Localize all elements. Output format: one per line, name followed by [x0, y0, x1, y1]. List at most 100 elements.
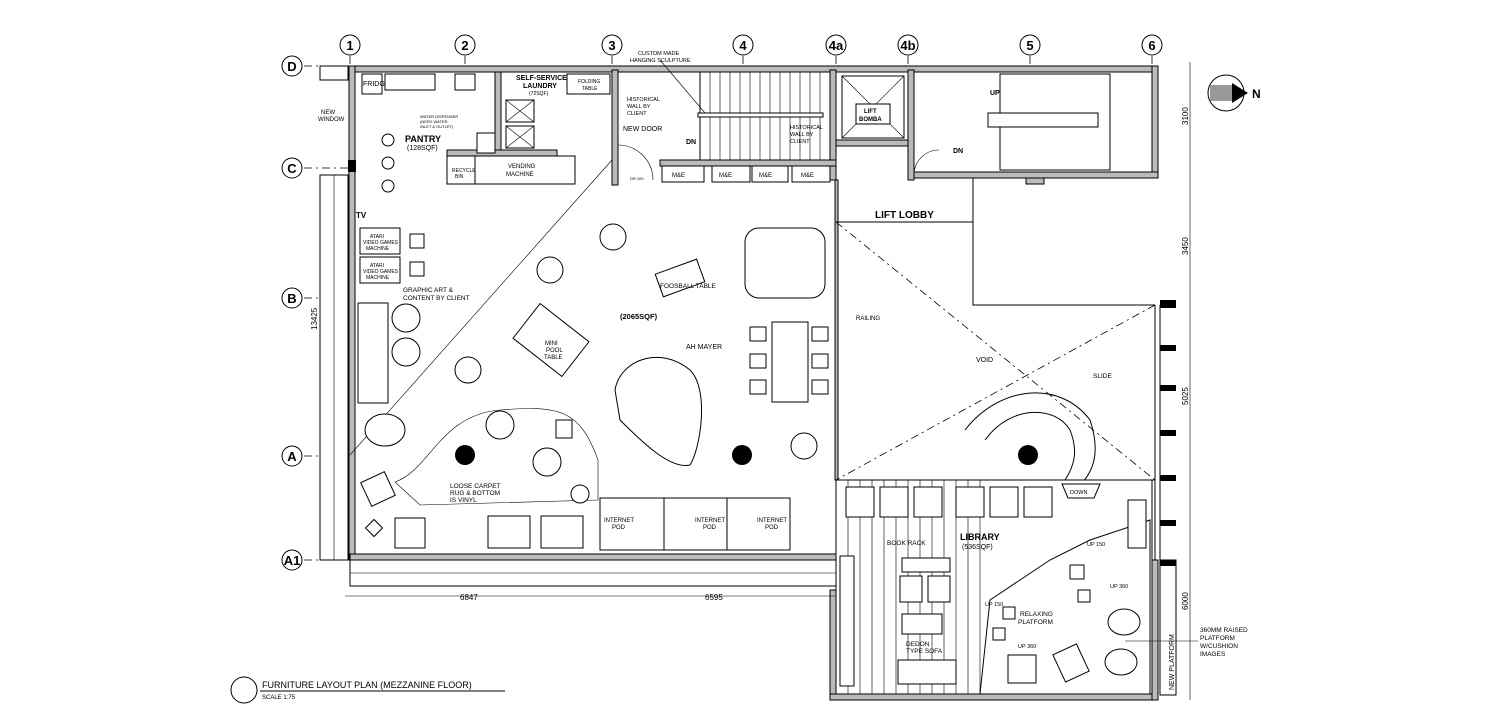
dim-6595: 6595 — [705, 593, 723, 602]
internet-pod-label: POD — [703, 525, 717, 531]
new-window-label: WINDOW — [318, 117, 345, 123]
right-dimensions: 3100 3450 5025 6000 13425 6847 6595 NEW … — [310, 62, 1191, 700]
stair-main: CUSTOM MADE HANGING SCULPTURE HISTORICAL… — [617, 51, 831, 181]
grid-row-a: A — [287, 449, 297, 464]
bottom-window-strip — [349, 559, 837, 587]
historical-wall-label: WALL BY — [627, 104, 651, 110]
me-label: M&E — [719, 173, 732, 179]
stair-east: UP DN — [913, 73, 1111, 176]
water-dispenser-label: INLET & OUTLET) — [420, 124, 454, 129]
dim-6000: 6000 — [1181, 592, 1190, 610]
up-150-label: UP 150 — [985, 602, 1003, 608]
east-window-strip: NEW PLATFORM 360MM RAISED PLATFORM W/CUS… — [1125, 300, 1248, 696]
grid-row-d: D — [287, 59, 296, 74]
internet-pods: INTERNET POD INTERNET POD INTERNET POD — [599, 497, 791, 551]
sculpture-label: HANGING SCULPTURE — [630, 58, 691, 64]
laundry-area: (72SQF) — [529, 91, 549, 97]
me-label: M&E — [672, 173, 685, 179]
column-bubbles: 1 2 3 4 4a 4b 5 6 — [339, 34, 1163, 56]
dim-3100: 3100 — [1181, 107, 1190, 125]
down-label: DOWN — [1070, 490, 1087, 496]
tv-label: TV — [356, 211, 367, 220]
pantry-diagonal — [349, 159, 613, 456]
carpet-label: RUG & BOTTOM — [450, 490, 500, 497]
stair-dn-label: DN — [953, 148, 963, 155]
internet-pod-label: POD — [612, 525, 626, 531]
relaxing-platform-label: RELAXING — [1020, 611, 1053, 618]
grid-row-a1: A1 — [284, 553, 301, 568]
laundry: SELF-SERVICE LAUNDRY (72SQF) FOLDING TAB… — [505, 73, 611, 149]
pantry: FRIDGE WATER DISPENSER (NEED WATER INLET… — [348, 73, 576, 193]
up-360-label: UP 360 — [1018, 644, 1036, 650]
laundry-label: SELF-SERVICE — [516, 75, 567, 82]
graphic-art-label: CONTENT BY CLIENT — [403, 295, 470, 302]
dim-13425: 13425 — [310, 307, 319, 330]
atari-label: MACHINE — [366, 275, 390, 281]
internet-pod-label: POD — [765, 525, 779, 531]
water-dispenser-label: WATER DISPENSER — [420, 114, 458, 119]
grid-col-1: 1 — [346, 38, 353, 53]
stair-dn-label: DN — [686, 139, 696, 146]
grid-col-4: 4 — [739, 38, 747, 53]
lift: LIFT BOMBA — [841, 75, 905, 139]
grid-col-4b: 4b — [900, 38, 915, 53]
raised-platform-label: W/CUSHION — [1200, 643, 1238, 650]
north-arrow-icon: N — [1207, 74, 1261, 112]
internet-pod-label: INTERNET — [604, 518, 634, 524]
lift-label: LIFT — [864, 109, 877, 115]
lift-label: BOMBA — [859, 117, 882, 123]
grid-row-b: B — [287, 291, 296, 306]
walls — [348, 65, 1159, 701]
atari-label: VIDEO GAMES — [363, 269, 399, 275]
new-door-label: NEW DOOR — [623, 126, 662, 133]
grid-col-4a: 4a — [829, 38, 844, 53]
svg-text:N: N — [1252, 87, 1261, 101]
vending-machine-label: MACHINE — [506, 172, 534, 178]
new-platform-label: NEW PLATFORM — [1169, 634, 1176, 690]
grid-col-5: 5 — [1026, 38, 1033, 53]
grid-col-6: 6 — [1148, 38, 1155, 53]
internet-pod-label: INTERNET — [757, 518, 787, 524]
new-window-label: NEW — [321, 110, 335, 116]
laundry-label: LAUNDRY — [523, 83, 557, 90]
library: BOOK RACK LIBRARY (536SQF) DEDON TYPE SO… — [835, 479, 1153, 695]
carpet-label: IS VINYL — [450, 497, 477, 504]
door-tag: DR 100 — [630, 176, 644, 181]
dim-5025: 5025 — [1181, 387, 1190, 405]
lift-lobby-label: LIFT LOBBY — [875, 210, 934, 221]
railing-label: RAILING — [856, 316, 880, 322]
historical-wall-label: HISTORICAL — [790, 125, 823, 131]
pool-table-label: MINI — [545, 341, 558, 347]
ah-mayer-label: AH MAYER — [686, 344, 722, 351]
atari-label: VIDEO GAMES — [363, 240, 399, 246]
pool-table-label: POOL — [546, 348, 563, 354]
foosball-label: FOOSBALL TABLE — [660, 283, 717, 290]
historical-wall-label: WALL BY — [790, 132, 814, 138]
water-dispenser-label: (NEED WATER — [420, 119, 448, 124]
stair-up-label: UP — [990, 90, 1000, 97]
up-150-label: UP 150 — [1087, 542, 1105, 548]
slide: SLIDE — [964, 373, 1112, 486]
void-label: VOID — [976, 357, 993, 364]
historical-wall-label: HISTORICAL — [627, 97, 660, 103]
grid-col-2: 2 — [461, 38, 468, 53]
dedon-sofa-label: DEDON — [906, 641, 930, 648]
recycle-bin-label: RECYCLE — [452, 168, 476, 174]
scale-label: SCALE 1:75 — [262, 695, 296, 701]
graphic-art-label: GRAPHIC ART & — [403, 287, 454, 294]
pool-table-label: TABLE — [544, 355, 563, 361]
atari-label: ATARI — [370, 263, 384, 269]
fridge-label: FRIDGE — [363, 81, 390, 88]
dedon-sofa-label: TYPE SOFA — [906, 648, 943, 655]
void-diagonals — [835, 221, 1156, 481]
pantry-area: (128SQF) — [407, 145, 438, 152]
sculpture-label: CUSTOM MADE — [638, 51, 679, 57]
title-label: FURNITURE LAYOUT PLAN (MEZZANINE FLOOR) — [262, 680, 472, 690]
raised-platform-label: IMAGES — [1200, 651, 1226, 658]
row-bubbles: D C B A A1 — [281, 55, 303, 571]
me-label: M&E — [759, 173, 772, 179]
me-label: M&E — [801, 173, 814, 179]
relaxing-platform-label: PLATFORM — [1018, 619, 1053, 626]
internet-pod-label: INTERNET — [695, 518, 725, 524]
